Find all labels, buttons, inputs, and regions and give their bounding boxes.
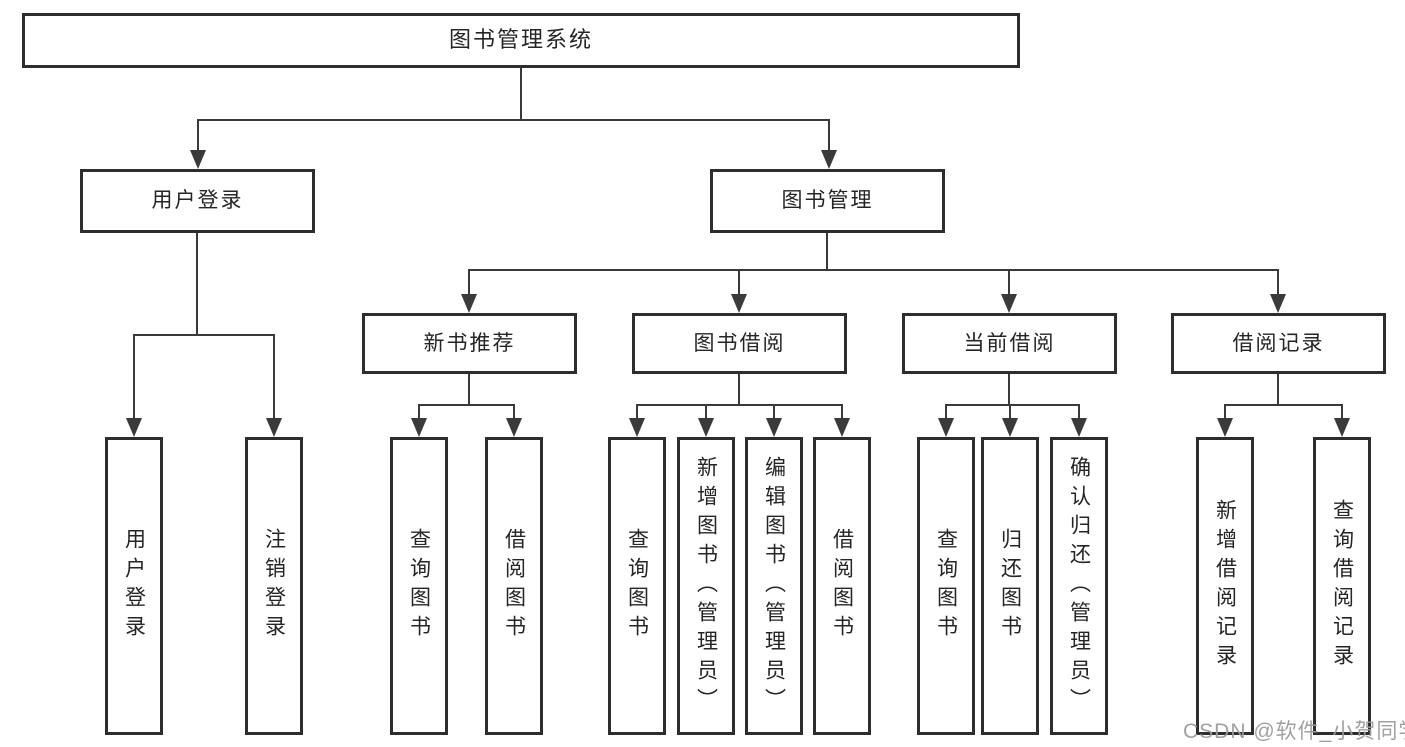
connector-line bbox=[828, 119, 830, 153]
arrow-down-icon bbox=[1334, 418, 1350, 437]
connector-line bbox=[738, 374, 740, 406]
arrow-down-icon bbox=[629, 418, 645, 437]
connector-line bbox=[705, 404, 707, 420]
leaf-query-borrow-record: 查询借阅记录 bbox=[1313, 437, 1371, 735]
connector-line bbox=[513, 404, 515, 420]
connector-line bbox=[826, 233, 828, 271]
leaf-borrow-books: 借阅图书 bbox=[813, 437, 871, 735]
leaf-query-books-borrow: 查询图书 bbox=[608, 437, 666, 735]
node-current-borrow: 当前借阅 bbox=[902, 313, 1117, 374]
arrow-down-icon bbox=[938, 418, 954, 437]
connector-line bbox=[1078, 404, 1080, 420]
arrow-down-icon bbox=[731, 294, 747, 313]
arrow-down-icon bbox=[1217, 418, 1233, 437]
csdn-watermark: CSDN @软件_小贺同学 bbox=[1183, 720, 1405, 743]
connector-line bbox=[133, 334, 135, 420]
connector-line bbox=[1224, 404, 1226, 420]
connector-line bbox=[1008, 269, 1010, 297]
connector-line bbox=[841, 404, 843, 420]
arrow-down-icon bbox=[766, 418, 782, 437]
connector-line bbox=[636, 404, 843, 406]
arrow-down-icon bbox=[1071, 418, 1087, 437]
connector-line bbox=[1224, 404, 1343, 406]
arrow-down-icon bbox=[266, 418, 282, 437]
leaf-add-borrow-record: 新增借阅记录 bbox=[1196, 437, 1254, 735]
leaf-add-book-admin: 新增图书（管理员） bbox=[677, 437, 735, 735]
connector-line bbox=[945, 404, 947, 420]
connector-line bbox=[1009, 404, 1011, 420]
connector-line bbox=[468, 374, 470, 406]
connector-line bbox=[1008, 374, 1010, 406]
leaf-logout: 注销登录 bbox=[245, 437, 303, 735]
node-book-borrow: 图书借阅 bbox=[632, 313, 847, 374]
connector-line bbox=[636, 404, 638, 420]
node-user-login: 用户登录 bbox=[80, 169, 315, 233]
connector-line bbox=[273, 334, 275, 420]
arrow-down-icon bbox=[1270, 294, 1286, 313]
connector-line bbox=[196, 233, 198, 336]
node-book-management: 图书管理 bbox=[710, 169, 945, 233]
connector-line bbox=[469, 269, 1279, 271]
arrow-down-icon bbox=[1001, 294, 1017, 313]
leaf-edit-book-admin: 编辑图书（管理员） bbox=[745, 437, 803, 735]
node-library-system: 图书管理系统 bbox=[22, 13, 1020, 68]
arrow-down-icon bbox=[821, 150, 837, 169]
connector-line bbox=[1277, 374, 1279, 406]
connector-line bbox=[1277, 269, 1279, 297]
connector-line bbox=[197, 119, 199, 153]
connector-line bbox=[133, 334, 275, 336]
connector-line bbox=[520, 68, 522, 120]
arrow-down-icon bbox=[126, 418, 142, 437]
arrow-down-icon bbox=[411, 418, 427, 437]
arrow-down-icon bbox=[461, 294, 477, 313]
node-borrow-records: 借阅记录 bbox=[1171, 313, 1386, 374]
connector-line bbox=[418, 404, 420, 420]
connector-line bbox=[773, 404, 775, 420]
arrow-down-icon bbox=[834, 418, 850, 437]
arrow-down-icon bbox=[506, 418, 522, 437]
connector-line bbox=[468, 269, 470, 297]
leaf-query-books-recommend: 查询图书 bbox=[390, 437, 448, 735]
connector-line bbox=[738, 269, 740, 297]
arrow-down-icon bbox=[698, 418, 714, 437]
connector-line bbox=[418, 404, 515, 406]
leaf-return-books: 归还图书 bbox=[981, 437, 1039, 735]
connector-line bbox=[945, 404, 1080, 406]
leaf-confirm-return-admin: 确认归还（管理员） bbox=[1050, 437, 1108, 735]
node-new-book-recommend: 新书推荐 bbox=[362, 313, 577, 374]
connector-line bbox=[197, 119, 830, 121]
arrow-down-icon bbox=[190, 150, 206, 169]
leaf-borrow-books-recommend: 借阅图书 bbox=[485, 437, 543, 735]
leaf-user-login: 用户登录 bbox=[105, 437, 163, 735]
leaf-query-books-current: 查询图书 bbox=[917, 437, 975, 735]
arrow-down-icon bbox=[1002, 418, 1018, 437]
connector-line bbox=[1341, 404, 1343, 420]
